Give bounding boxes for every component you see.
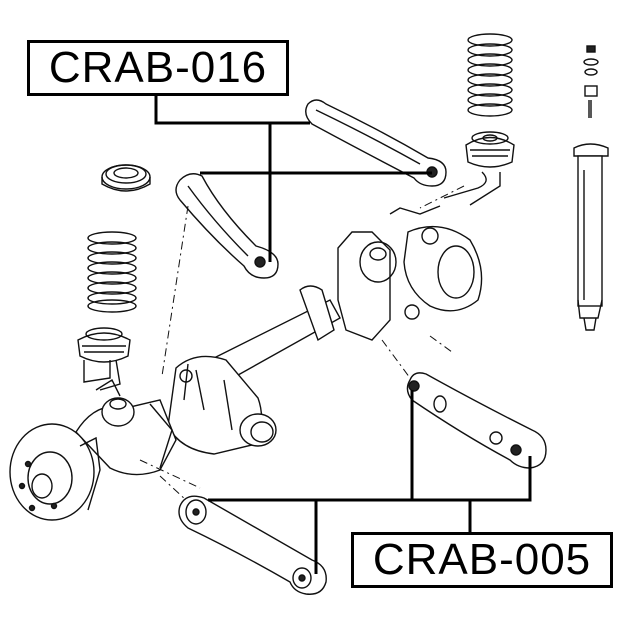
- rear-axle-housing: [209, 205, 483, 385]
- coil-spring-left: [87, 231, 137, 313]
- upper-control-arm-left: [175, 173, 279, 279]
- part-number-label-crab-016: CRAB-016: [27, 40, 289, 96]
- part-number-label-crab-005: CRAB-005: [351, 532, 613, 588]
- lower-trailing-arm-right: [406, 372, 547, 469]
- assembly-guide-lines: [139, 185, 465, 501]
- differential: [167, 355, 277, 455]
- spring-seat-right: [443, 131, 515, 206]
- shock-absorber: [573, 45, 609, 331]
- brake-backing-plate: [75, 378, 177, 476]
- coil-spring-right: [467, 33, 513, 117]
- lower-trailing-arm-left: [178, 495, 327, 595]
- leader-lines-crab-005: [208, 390, 532, 574]
- leader-lines-crab-016: [154, 96, 432, 262]
- part-number-text: CRAB-016: [48, 43, 268, 92]
- part-number-text: CRAB-005: [372, 535, 592, 584]
- spring-seat-left: [77, 327, 131, 391]
- spring-insulator-upper: [101, 164, 151, 192]
- brake-disc-hub: [9, 423, 101, 521]
